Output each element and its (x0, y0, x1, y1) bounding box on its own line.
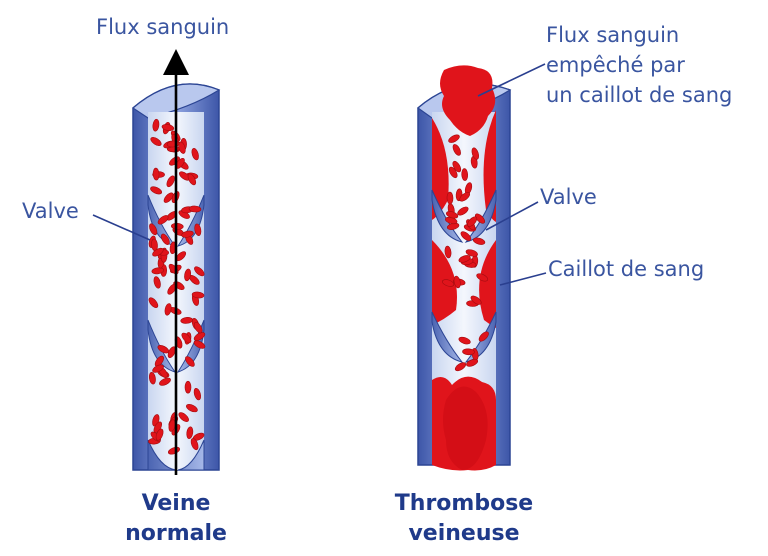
normal-vein (133, 62, 219, 475)
blocked-flow-label-line3: un caillot de sang (546, 83, 732, 107)
thrombosis-caption-line2: veineuse (408, 521, 519, 546)
normal-vein-caption-line2: normale (125, 521, 227, 546)
flow-label: Flux sanguin (96, 15, 229, 39)
blocked-flow-label-line2: empêché par (546, 53, 685, 77)
normal-vein-caption-line1: Veine (142, 491, 211, 516)
thrombosis-valve-label: Valve (540, 185, 597, 209)
red-blood-cell (461, 168, 468, 180)
thrombosis-vein (418, 65, 510, 470)
clot-label: Caillot de sang (548, 257, 704, 281)
thrombosis-caption-line1: Thrombose (395, 491, 533, 516)
red-blood-cell (462, 348, 474, 355)
red-blood-cell (447, 192, 453, 204)
blocked-flow-label-line1: Flux sanguin (546, 23, 679, 47)
normal-valve-label: Valve (22, 199, 79, 223)
red-blood-cell (185, 381, 191, 393)
red-blood-cell (153, 168, 160, 180)
red-blood-cell (189, 206, 201, 213)
